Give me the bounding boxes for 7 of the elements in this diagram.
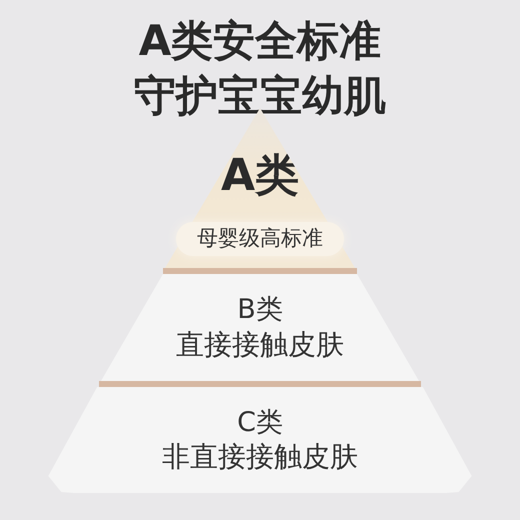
title: A类安全标准守护宝宝幼肌 xyxy=(133,15,387,122)
label-pill: 母婴级高标准 xyxy=(176,222,344,256)
tier-heading: B类 xyxy=(237,293,283,327)
tier-heading: A类 xyxy=(220,154,300,198)
tier-description: 直接接触皮肤 xyxy=(176,326,344,362)
tier-heading: C类 xyxy=(237,406,283,440)
tier-description: 非直接接触皮肤 xyxy=(162,439,358,474)
